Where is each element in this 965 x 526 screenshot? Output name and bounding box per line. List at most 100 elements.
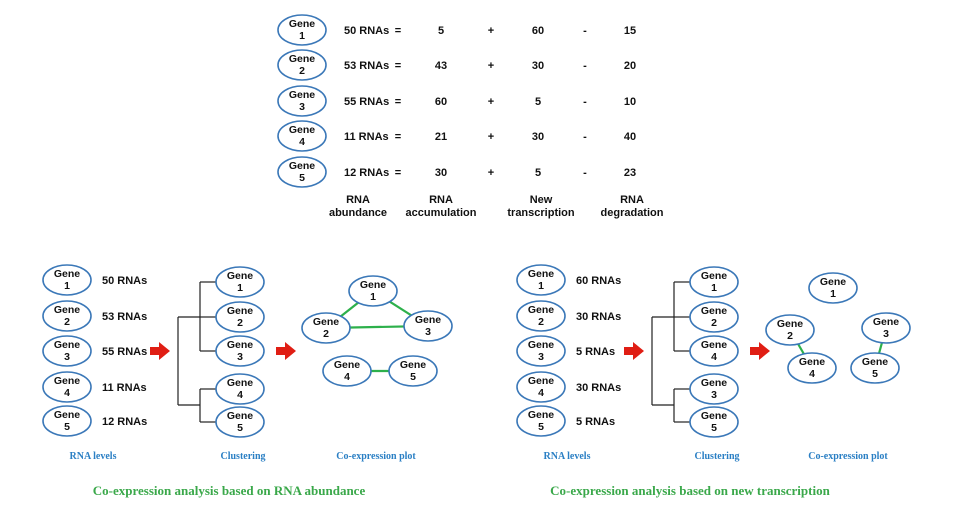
gene-number: 2 (323, 328, 329, 340)
equation-equals: = (395, 131, 401, 143)
gene-number: 2 (787, 330, 793, 342)
caption-rna-levels: RNA levels (70, 451, 117, 462)
gene-ellipse (215, 335, 265, 367)
gene-ellipse (689, 373, 739, 405)
gene-word: Gene (54, 304, 80, 316)
gene-ellipse (277, 85, 327, 117)
equation-equals: = (395, 25, 401, 37)
gene-word: Gene (701, 410, 727, 422)
gene-ellipse (689, 406, 739, 438)
gene-ellipse (689, 301, 739, 333)
equation-accumulation: 21 (435, 131, 447, 143)
gene-number: 1 (711, 282, 717, 294)
gene-number: 3 (883, 328, 889, 340)
gene-word: Gene (54, 268, 80, 280)
gene-number: 5 (711, 422, 717, 434)
gene-number: 5 (538, 421, 544, 433)
panel-title-abundance: Co-expression analysis based on RNA abun… (93, 483, 366, 498)
equation-total: 53 RNAs (344, 60, 389, 72)
gene-number: 4 (711, 351, 717, 363)
gene-number: 4 (344, 371, 350, 383)
gene-ellipse (42, 335, 92, 367)
equation-total: 50 RNAs (344, 25, 389, 37)
equation-plus: + (488, 96, 494, 108)
equation-minus: - (583, 131, 587, 143)
gene-ellipse (277, 14, 327, 46)
gene-ellipse (277, 156, 327, 188)
level-value: 60 RNAs (576, 275, 621, 287)
caption-coexpression-plot: Co-expression plot (336, 451, 416, 462)
gene-number: 3 (538, 351, 544, 363)
header-transcription-line2: transcription (507, 207, 575, 219)
gene-ellipse (348, 275, 398, 307)
gene-word: Gene (54, 339, 80, 351)
gene-word: Gene (528, 304, 554, 316)
gene-word: Gene (289, 124, 315, 136)
header-degradation-line2: degradation (601, 207, 664, 219)
caption-coexpression-plot: Co-expression plot (808, 451, 888, 462)
gene-word: Gene (54, 375, 80, 387)
gene-word: Gene (862, 356, 888, 368)
gene-word: Gene (820, 276, 846, 288)
gene-number: 1 (237, 282, 243, 294)
gene-number: 1 (64, 280, 70, 292)
gene-word: Gene (873, 316, 899, 328)
equation-new-transcription: 5 (535, 96, 541, 108)
gene-ellipse (787, 352, 837, 384)
header-degradation-line1: RNA (620, 194, 644, 206)
equation-accumulation: 5 (438, 25, 444, 37)
equation-minus: - (583, 60, 587, 72)
gene-word: Gene (799, 356, 825, 368)
red-arrow (276, 342, 296, 360)
gene-word: Gene (289, 160, 315, 172)
level-value: 53 RNAs (102, 311, 147, 323)
gene-number: 4 (299, 136, 305, 148)
gene-ellipse (215, 373, 265, 405)
gene-number: 4 (809, 368, 815, 380)
gene-word: Gene (289, 89, 315, 101)
header-abundance-line1: RNA (346, 194, 370, 206)
gene-word: Gene (54, 409, 80, 421)
equation-plus: + (488, 25, 494, 37)
gene-word: Gene (701, 305, 727, 317)
gene-word: Gene (528, 375, 554, 387)
equation-new-transcription: 5 (535, 167, 541, 179)
equation-plus: + (488, 60, 494, 72)
gene-number: 5 (410, 371, 416, 383)
equation-new-transcription: 60 (532, 25, 544, 37)
equation-degradation: 15 (624, 25, 636, 37)
level-value: 30 RNAs (576, 382, 621, 394)
caption-rna-levels: RNA levels (544, 451, 591, 462)
gene-ellipse (215, 406, 265, 438)
gene-ellipse (42, 264, 92, 296)
gene-number: 2 (711, 317, 717, 329)
gene-number: 4 (64, 387, 70, 399)
caption-clustering: Clustering (695, 451, 740, 462)
gene-number: 2 (64, 316, 70, 328)
gene-number: 2 (299, 65, 305, 77)
gene-number: 2 (538, 316, 544, 328)
gene-ellipse (516, 405, 566, 437)
equation-equals: = (395, 167, 401, 179)
